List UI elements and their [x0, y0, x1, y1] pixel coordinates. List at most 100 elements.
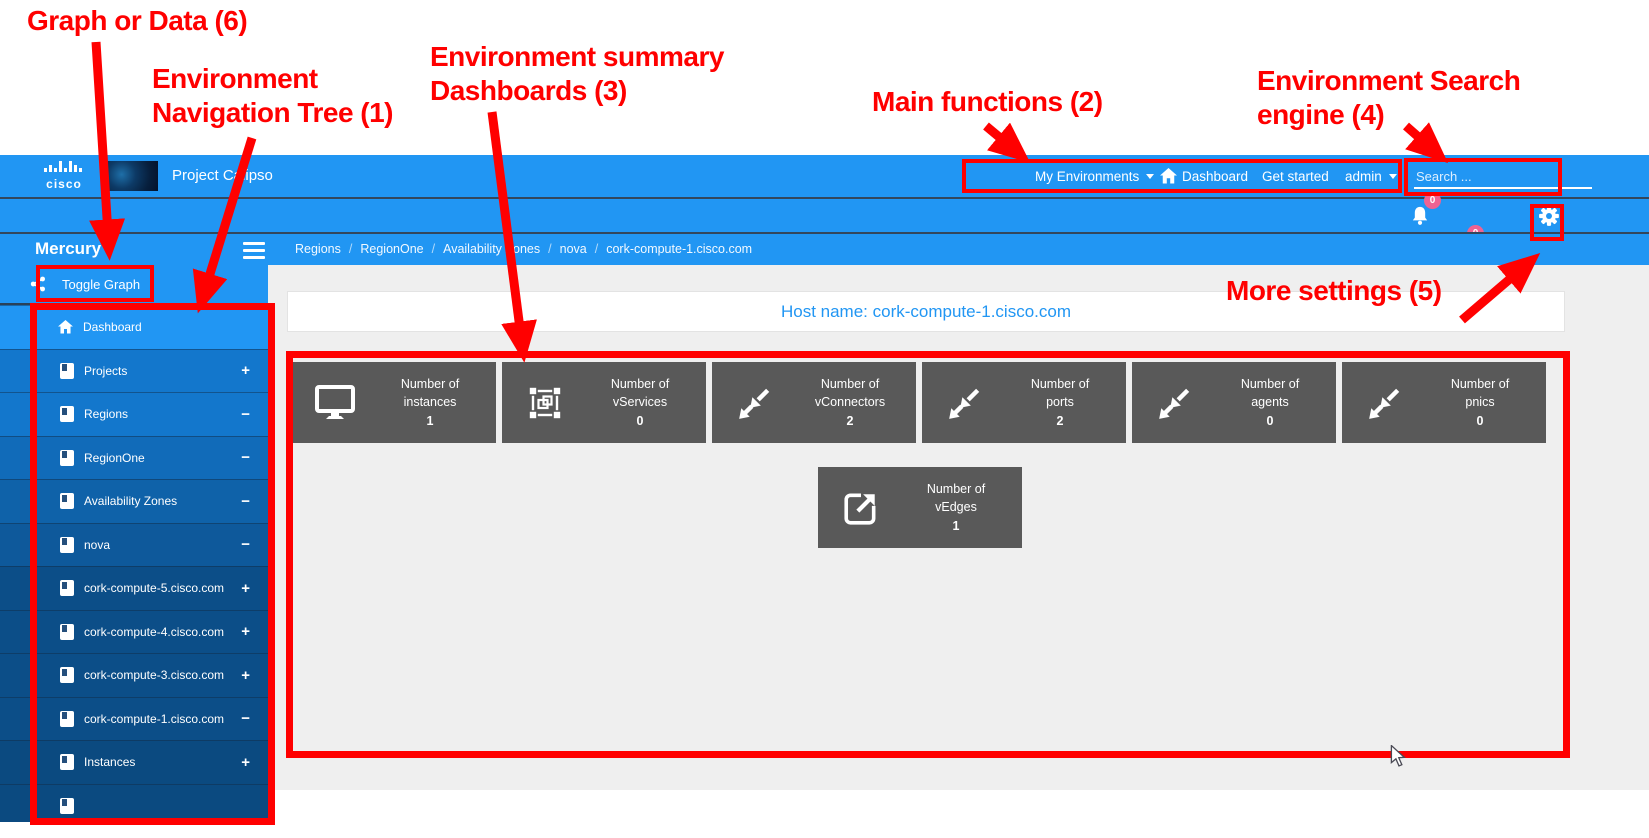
sidebar-item-label: cork-compute-1.cisco.com — [84, 711, 225, 726]
sidebar-item-cork-compute-1[interactable]: cork-compute-1.cisco.com − — [0, 696, 268, 740]
top-header-bar: cisco Project Calipso My Environments Da… — [0, 155, 1649, 197]
breadcrumb-item[interactable]: Regions — [295, 242, 341, 256]
sidebar-item-cork-compute-4[interactable]: cork-compute-4.cisco.com + — [0, 609, 268, 653]
cisco-logo-text: cisco — [46, 177, 82, 191]
sidebar-item-instances[interactable]: Instances + — [0, 740, 268, 784]
annotation-search-engine: Environment Search engine (4) — [1257, 64, 1521, 132]
cisco-logo-bars-icon — [44, 161, 82, 172]
compress-arrows-icon — [1369, 388, 1400, 419]
expand-plus-icon[interactable]: + — [241, 666, 250, 684]
environment-navigation-sidebar: Toggle Graph Dashboard Projects + Region… — [0, 265, 268, 822]
card-value: 0 — [1266, 414, 1274, 429]
sidebar-item-label: cork-compute-5.cisco.com — [84, 581, 225, 596]
annotation-line: Environment Search — [1257, 65, 1521, 96]
breadcrumb-item[interactable]: cork-compute-1.cisco.com — [606, 242, 753, 256]
card-ports[interactable]: Number of ports 2 — [922, 362, 1126, 443]
annotation-line: Environment — [152, 63, 318, 94]
host-name-title: Host name: cork-compute-1.cisco.com — [780, 301, 1072, 321]
arrow-main-functions — [983, 122, 1031, 163]
sidebar-item-nova[interactable]: nova − — [0, 522, 268, 566]
card-label-line1: Number of — [610, 376, 670, 391]
collapse-minus-icon[interactable]: − — [241, 536, 250, 554]
card-pnics[interactable]: Number of pnics 0 — [1342, 362, 1546, 443]
sidebar-app-title: Mercury — [35, 239, 102, 258]
card-label-line1: Number of — [820, 376, 880, 391]
sidebar-item-cork-compute-5[interactable]: cork-compute-5.cisco.com + — [0, 566, 268, 610]
notifications-bell-button[interactable]: 0 — [1410, 192, 1649, 232]
sidebar-item-availability-zones[interactable]: Availability Zones − — [0, 479, 268, 523]
tree-node-icon — [60, 623, 74, 640]
bell-icon — [1412, 206, 1428, 225]
card-instances[interactable]: Number of instances 1 — [292, 362, 496, 443]
sidebar-item-dashboard[interactable]: Dashboard — [0, 305, 268, 349]
notification-bar: 0 0 0 — [0, 192, 1649, 291]
sidebar-item-label: nova — [84, 537, 111, 552]
sidebar-item-label: RegionOne — [84, 450, 145, 465]
expand-plus-icon[interactable]: + — [241, 362, 250, 380]
card-label-line1: Number of — [1240, 376, 1300, 391]
card-vservices[interactable]: Number of vServices 0 — [502, 362, 706, 443]
breadcrumb-item[interactable]: Availability Zones — [443, 242, 541, 256]
breadcrumb-separator: / — [431, 242, 436, 256]
breadcrumb-separator: / — [548, 242, 552, 256]
home-icon — [1160, 168, 1177, 184]
main-content-area: Host name: cork-compute-1.cisco.com Numb… — [268, 265, 1649, 790]
dashboard-nav-label: Dashboard — [1182, 168, 1249, 184]
search-input[interactable] — [1414, 167, 1592, 189]
card-label-line2: ports — [1046, 394, 1074, 409]
dashboard-nav-link[interactable]: Dashboard — [1160, 155, 1248, 197]
sidebar-item-partial[interactable] — [0, 783, 268, 822]
card-label-line2: vServices — [612, 394, 668, 409]
card-vedges[interactable]: Number of vEdges 1 — [818, 467, 1022, 548]
admin-user-menu[interactable]: admin — [1345, 155, 1397, 197]
hamburger-menu-icon[interactable] — [243, 242, 265, 263]
annotation-line: Dashboards (3) — [430, 75, 627, 107]
annotation-navigation-tree: Environment Navigation Tree (1) — [152, 62, 394, 130]
breadcrumb-separator: / — [348, 242, 353, 256]
tree-node-icon — [60, 536, 74, 553]
expand-plus-icon[interactable]: + — [241, 753, 250, 771]
sidebar-item-projects[interactable]: Projects + — [0, 348, 268, 392]
tree-node-icon — [60, 797, 74, 814]
get-started-link[interactable]: Get started — [1262, 155, 1329, 197]
card-vconnectors[interactable]: Number of vConnectors 2 — [712, 362, 916, 443]
my-environments-menu[interactable]: My Environments — [1035, 155, 1155, 197]
card-agents[interactable]: Number of agents 0 — [1132, 362, 1336, 443]
card-label-line1: Number of — [926, 481, 986, 496]
expand-plus-icon[interactable]: + — [241, 579, 250, 597]
annotation-graph-or-data: Graph or Data (6) — [27, 5, 248, 36]
monitor-icon — [315, 384, 355, 419]
sidebar-item-label: Availability Zones — [84, 494, 178, 509]
compress-arrows-icon — [949, 388, 980, 419]
sidebar-item-label: Instances — [84, 755, 136, 770]
bell-count-badge: 0 — [1424, 192, 1441, 209]
toggle-graph-button[interactable]: Toggle Graph — [0, 265, 268, 305]
collapse-minus-icon[interactable]: − — [241, 492, 250, 510]
vservices-icon — [528, 385, 562, 420]
sidebar-item-label: cork-compute-3.cisco.com — [84, 668, 225, 683]
collapse-minus-icon[interactable]: − — [241, 405, 250, 423]
annotation-line: Navigation Tree (1) — [152, 97, 394, 129]
cisco-logo: cisco — [38, 159, 90, 190]
card-label-line2: instances — [403, 394, 457, 409]
toggle-graph-label: Toggle Graph — [62, 276, 141, 292]
collapse-minus-icon[interactable]: − — [241, 710, 250, 728]
sidebar-item-regionone[interactable]: RegionOne − — [0, 435, 268, 479]
sidebar-item-label: cork-compute-4.cisco.com — [84, 624, 225, 639]
sidebar-item-regions[interactable]: Regions − — [0, 392, 268, 436]
breadcrumb-item[interactable]: nova — [559, 242, 587, 256]
gear-icon — [1539, 205, 1559, 226]
collapse-minus-icon[interactable]: − — [241, 449, 250, 467]
breadcrumb: Regions / RegionOne / Availability Zones… — [295, 242, 752, 256]
breadcrumb-item[interactable]: RegionOne — [360, 242, 424, 256]
chevron-down-icon — [1146, 173, 1155, 179]
compress-arrows-icon — [1159, 388, 1190, 419]
card-label-line2: vConnectors — [814, 394, 886, 409]
tree-node-icon — [60, 493, 74, 510]
card-label-line1: Number of — [400, 376, 460, 391]
more-settings-button[interactable] — [1538, 199, 1560, 232]
expand-plus-icon[interactable]: + — [241, 623, 250, 641]
sidebar-item-cork-compute-3[interactable]: cork-compute-3.cisco.com + — [0, 653, 268, 697]
sidebar-item-label: Regions — [84, 407, 129, 422]
arrow-search-engine — [1403, 122, 1449, 164]
